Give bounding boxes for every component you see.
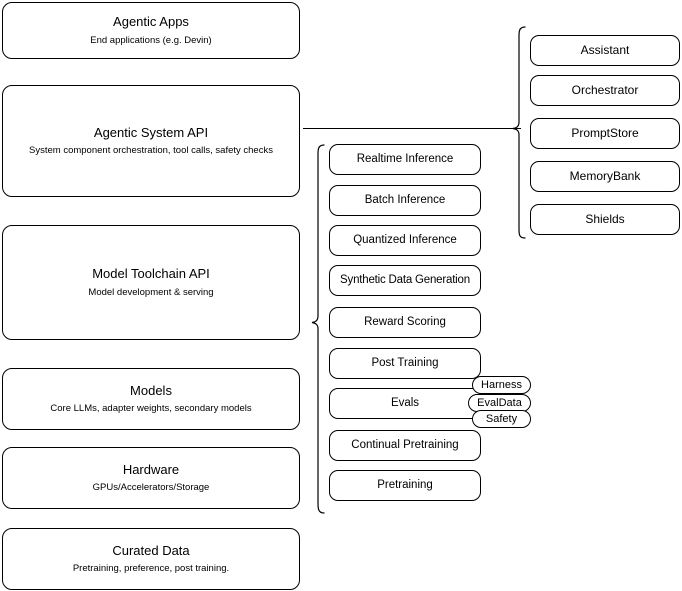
capability-box-quantized-inference[interactable]: Quantized Inference xyxy=(329,225,481,256)
layer-subtitle: Pretraining, preference, post training. xyxy=(72,563,230,575)
evals-pill-safety[interactable]: Safety xyxy=(472,410,531,428)
component-label: PromptStore xyxy=(571,126,639,140)
component-box-promptstore[interactable]: PromptStore xyxy=(530,118,680,149)
layer-subtitle: Core LLMs, adapter weights, secondary mo… xyxy=(50,403,252,415)
layer-title: Model Toolchain API xyxy=(92,266,210,282)
capability-box-pretraining[interactable]: Pretraining xyxy=(329,470,481,501)
component-box-orchestrator[interactable]: Orchestrator xyxy=(530,75,680,106)
component-box-memorybank[interactable]: MemoryBank xyxy=(530,161,680,192)
layer-box-models[interactable]: Models Core LLMs, adapter weights, secon… xyxy=(2,368,300,430)
capability-box-reward-scoring[interactable]: Reward Scoring xyxy=(329,307,481,338)
capability-box-post-training[interactable]: Post Training xyxy=(329,348,481,379)
capability-label: Continual Pretraining xyxy=(351,439,459,452)
layer-title: Hardware xyxy=(122,461,180,477)
layer-title: Curated Data xyxy=(112,542,190,558)
layer-box-curated-data[interactable]: Curated Data Pretraining, preference, po… xyxy=(2,528,300,590)
layer-title: Agentic Apps xyxy=(113,14,189,30)
right-column-brace xyxy=(512,26,526,239)
capability-box-synthetic-data-generation[interactable]: Synthetic Data Generation xyxy=(329,265,481,296)
middle-column-brace xyxy=(311,144,325,514)
component-label: Orchestrator xyxy=(571,83,639,97)
capability-box-continual-pretraining[interactable]: Continual Pretraining xyxy=(329,430,481,461)
capability-box-batch-inference[interactable]: Batch Inference xyxy=(329,185,481,216)
layer-subtitle: Model development & serving xyxy=(88,286,214,298)
layer-box-model-toolchain-api[interactable]: Model Toolchain API Model development & … xyxy=(2,225,300,340)
component-label: MemoryBank xyxy=(569,169,641,183)
evals-pill-label: Safety xyxy=(485,413,518,425)
layer-subtitle: System component orchestration, tool cal… xyxy=(29,145,273,157)
layer-box-hardware[interactable]: Hardware GPUs/Accelerators/Storage xyxy=(2,447,300,509)
evals-pill-harness[interactable]: Harness xyxy=(472,376,531,394)
capability-label: Quantized Inference xyxy=(353,234,457,247)
capability-label: Pretraining xyxy=(377,479,433,492)
layer-title: Models xyxy=(130,382,172,398)
layer-subtitle: GPUs/Accelerators/Storage xyxy=(92,482,210,494)
layer-box-agentic-apps[interactable]: Agentic Apps End applications (e.g. Devi… xyxy=(2,2,300,59)
component-label: Shields xyxy=(585,212,625,226)
connector-line-system-api-to-components xyxy=(303,128,521,129)
layer-subtitle: End applications (e.g. Devin) xyxy=(90,34,212,46)
capability-label: Batch Inference xyxy=(364,194,446,207)
component-box-shields[interactable]: Shields xyxy=(530,204,680,235)
capability-label: Realtime Inference xyxy=(356,153,454,166)
capability-label: Synthetic Data Generation xyxy=(340,274,470,287)
layer-title: Agentic System API xyxy=(93,124,209,140)
layer-box-agentic-system-api[interactable]: Agentic System API System component orch… xyxy=(2,85,300,197)
component-label: Assistant xyxy=(580,43,630,57)
capability-label: Reward Scoring xyxy=(364,316,446,329)
capability-label: Post Training xyxy=(371,357,439,370)
capability-box-evals[interactable]: Evals xyxy=(329,388,481,419)
evals-pill-label: EvalData xyxy=(477,397,522,409)
capability-box-realtime-inference[interactable]: Realtime Inference xyxy=(329,144,481,175)
capability-label: Evals xyxy=(390,397,420,410)
component-box-assistant[interactable]: Assistant xyxy=(530,35,680,66)
evals-pill-label: Harness xyxy=(481,379,522,391)
